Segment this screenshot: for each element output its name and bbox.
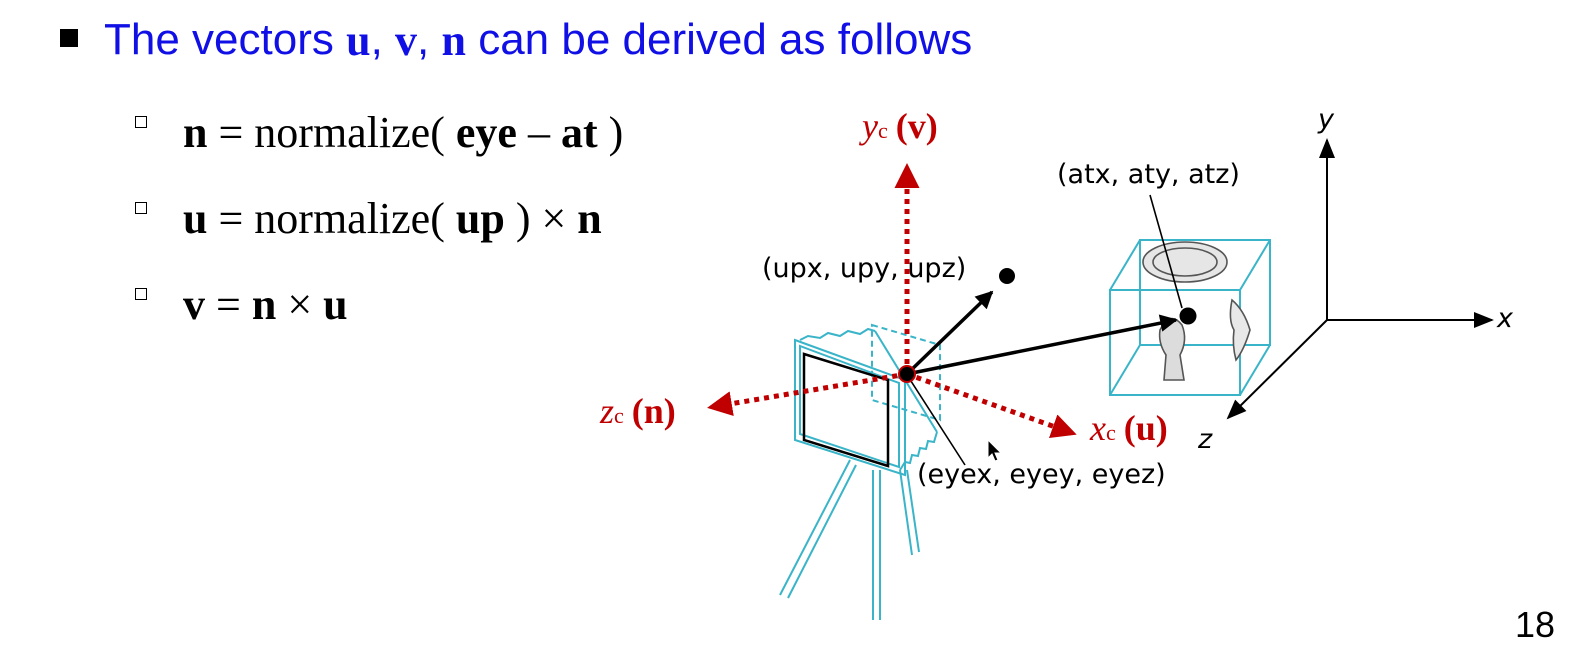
formula-v-eq: = bbox=[205, 279, 252, 329]
at-leader-line bbox=[1149, 194, 1183, 309]
eye-to-at-arrow bbox=[906, 314, 1178, 376]
formula-n-eye: eye bbox=[455, 107, 517, 157]
hollow-bullet-icon bbox=[135, 288, 147, 300]
formula-n-eq: = normalize( bbox=[207, 107, 445, 157]
page-number: 18 bbox=[1514, 604, 1555, 645]
slide-heading: The vectors u, v, n can be derived as fo… bbox=[60, 8, 972, 72]
camera-lens bbox=[802, 352, 890, 468]
up-point bbox=[999, 268, 1015, 284]
hollow-bullet-icon bbox=[135, 116, 147, 128]
heading-sep-1: , bbox=[370, 15, 396, 64]
heading-suffix: can be derived as follows bbox=[465, 15, 973, 64]
mouse-cursor-icon bbox=[987, 438, 1003, 462]
yc-var: y bbox=[859, 106, 878, 146]
formula-n-lhs: n bbox=[183, 107, 208, 157]
formula-v-n: n bbox=[251, 279, 277, 329]
eye-point-label: (eyex, eyey, eyez) bbox=[917, 459, 1166, 490]
at-point-label: (atx, aty, atz) bbox=[1057, 159, 1240, 190]
formula-v-u: u bbox=[323, 279, 348, 329]
formula-n-op: – bbox=[516, 107, 561, 157]
formula-v: v = n × u bbox=[135, 276, 348, 332]
object-contents bbox=[1142, 241, 1251, 381]
formula-n-end: ) bbox=[597, 107, 624, 157]
heading-prefix: The vectors bbox=[104, 15, 347, 64]
formula-v-lhs: v bbox=[183, 279, 205, 329]
heading-vector-v: v bbox=[395, 15, 418, 65]
zc-sub: c bbox=[614, 403, 624, 428]
zc-var: z bbox=[599, 391, 614, 431]
world-z-label: z bbox=[1197, 424, 1213, 455]
formula-u-up: up bbox=[455, 193, 505, 243]
formula-u-n: n bbox=[577, 193, 602, 243]
yc-sub: c bbox=[878, 118, 888, 143]
world-y-label: y bbox=[1317, 104, 1335, 135]
hollow-bullet-icon bbox=[135, 202, 147, 214]
xc-sub: c bbox=[1106, 420, 1116, 445]
up-vector-arrow bbox=[905, 290, 994, 376]
world-axes bbox=[1226, 138, 1494, 420]
xc-label: xc (u) bbox=[1089, 408, 1168, 448]
zc-label: zc (n) bbox=[599, 391, 676, 431]
camera-icon bbox=[779, 323, 941, 620]
formula-n: n = normalize(eye – at ) bbox=[135, 104, 623, 160]
heading-vector-u: u bbox=[346, 15, 371, 65]
formula-u-eq: = normalize( bbox=[207, 193, 445, 243]
formula-u-end: ) × bbox=[504, 193, 578, 243]
zc-vec: (n) bbox=[632, 391, 676, 431]
object-cube-icon bbox=[1109, 239, 1271, 396]
up-point-label: (upx, upy, upz) bbox=[762, 253, 966, 284]
formula-v-op: × bbox=[276, 279, 324, 329]
xc-vec: (u) bbox=[1124, 408, 1168, 448]
at-point bbox=[1179, 307, 1197, 325]
world-x-label: x bbox=[1496, 303, 1514, 334]
formula-u: u = normalize(up ) × n bbox=[135, 190, 602, 246]
formula-n-at: at bbox=[560, 107, 598, 157]
formula-u-lhs: u bbox=[183, 193, 208, 243]
eye-leader-line bbox=[908, 377, 966, 466]
yc-vec: (v) bbox=[896, 106, 938, 146]
yc-label: yc (v) bbox=[859, 106, 938, 146]
camera-axes bbox=[707, 163, 1077, 439]
heading-vector-n: n bbox=[441, 15, 466, 65]
heading-sep-2: , bbox=[417, 15, 442, 64]
xc-var: x bbox=[1089, 408, 1106, 448]
bullet-square-icon bbox=[60, 29, 78, 47]
eye-point bbox=[898, 365, 916, 383]
